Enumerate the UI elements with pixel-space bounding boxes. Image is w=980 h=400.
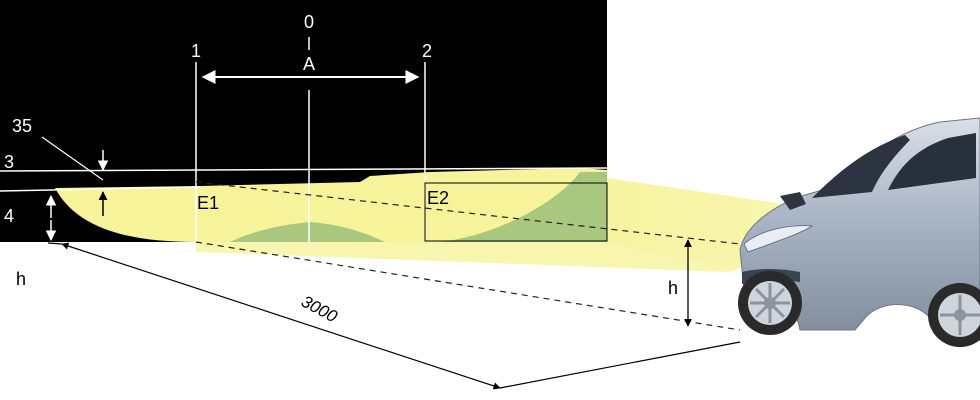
label-height-left: h <box>16 269 26 289</box>
hotspot-zone-left <box>230 222 385 242</box>
car-windshield <box>812 135 910 198</box>
hotspot-zone-right <box>440 172 607 242</box>
label-center-0: 0 <box>304 12 314 32</box>
label-line-3: 3 <box>4 152 14 172</box>
car-mirror <box>780 192 806 210</box>
car-headlight <box>743 225 814 253</box>
label-e2: E2 <box>427 188 449 208</box>
label-height-right: h <box>668 278 678 298</box>
label-distance-a: A <box>303 54 315 74</box>
label-line-4: 4 <box>4 206 14 226</box>
line-4-reference <box>0 186 201 192</box>
car <box>738 117 980 347</box>
left-ground-tick <box>47 242 63 245</box>
label-line-1: 1 <box>191 41 201 61</box>
rear-wheel <box>928 283 980 347</box>
axis-dashed-line <box>195 181 741 245</box>
label-e1: E1 <box>197 193 219 213</box>
e2-box <box>424 182 608 242</box>
label-line-2: 2 <box>422 41 432 61</box>
label-distance-3000: 3000 <box>298 292 341 327</box>
angle-leader <box>41 136 104 181</box>
car-side-window <box>888 133 976 190</box>
label-angle-35: 35 <box>12 116 32 136</box>
distance-3000-line <box>61 242 501 390</box>
ground-line <box>499 341 741 389</box>
front-wheel <box>738 271 802 335</box>
